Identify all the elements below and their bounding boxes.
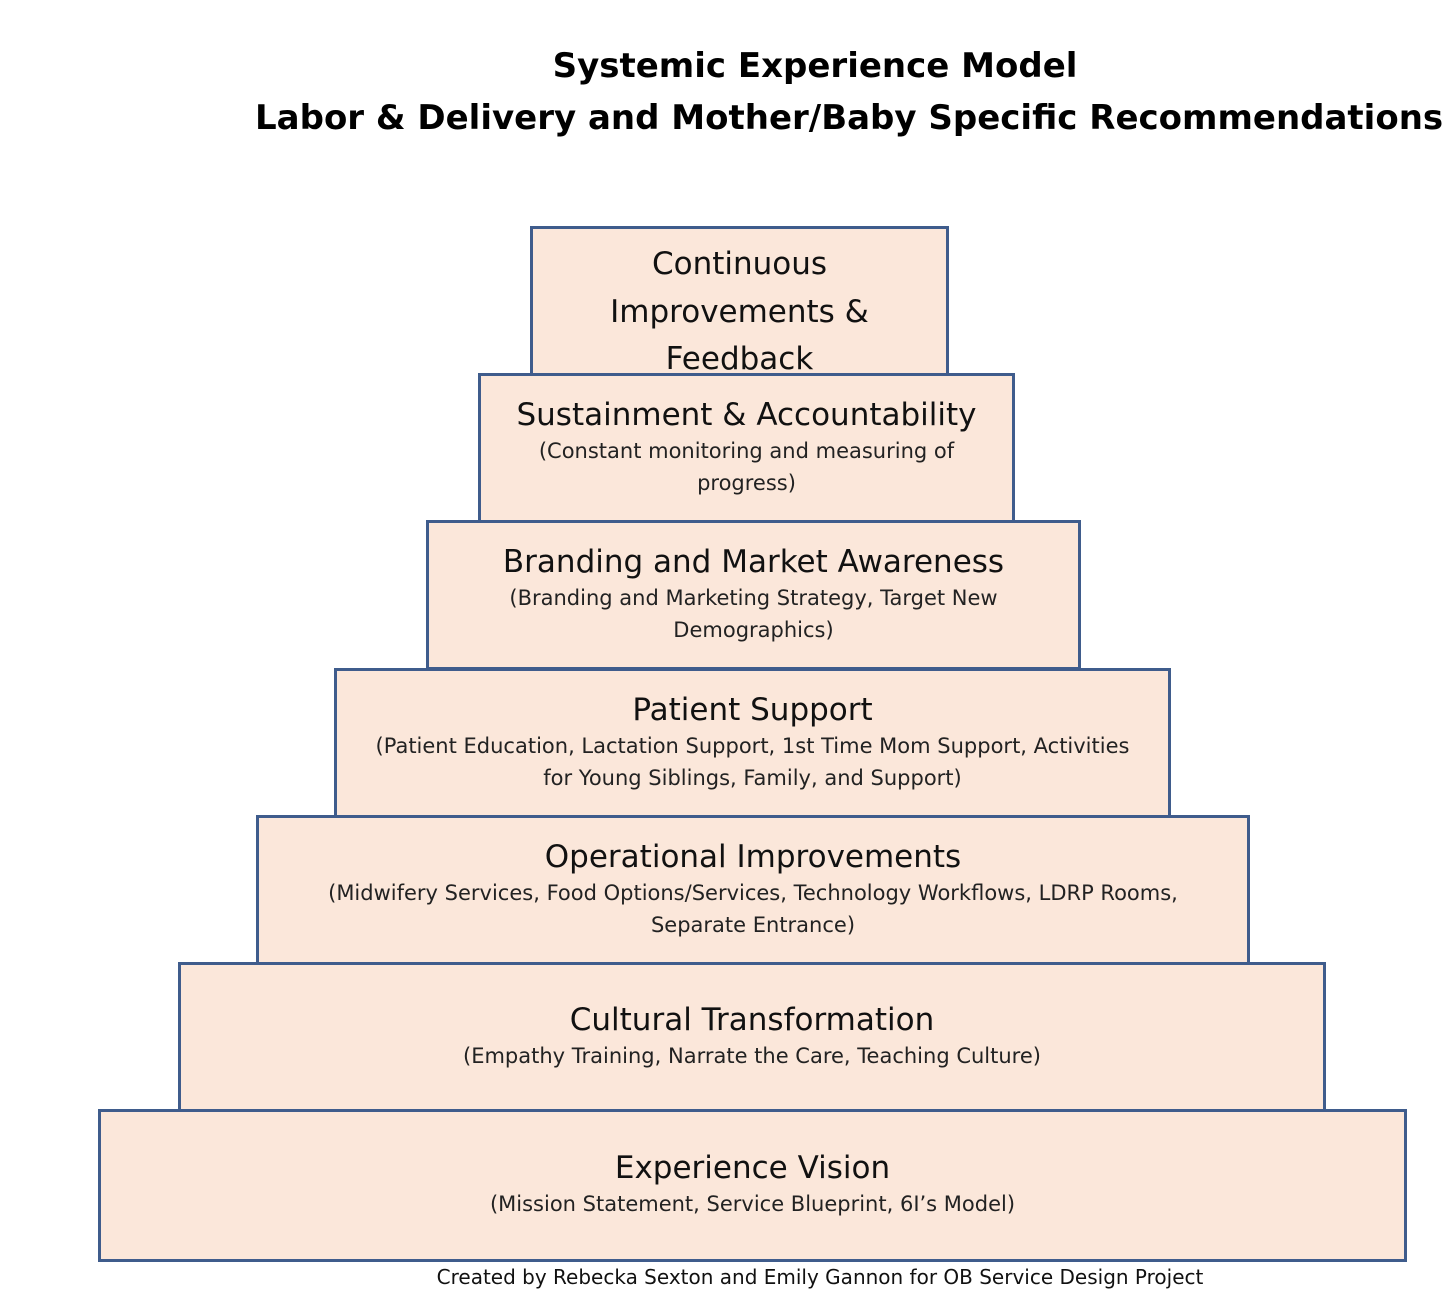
credit-footer: Created by Rebecka Sexton and Emily Gann… — [436, 1265, 1204, 1289]
diagram-title: Systemic Experience Model — [552, 46, 1078, 86]
tier-continuous-improvements: Continuous Improvements & Feedback — [530, 226, 949, 376]
tier-branding-market-awareness: Branding and Market Awareness (Branding … — [426, 520, 1081, 670]
tier-patient-support: Patient Support (Patient Education, Lact… — [334, 668, 1171, 818]
tier-sustainment-accountability: Sustainment & Accountability (Constant m… — [478, 373, 1015, 523]
tier-heading: Experience Vision — [614, 1150, 891, 1187]
tier-heading: Sustainment & Accountability — [516, 396, 977, 433]
tier-heading: Continuous Improvements & Feedback — [610, 246, 869, 376]
tier-detail: (Mission Statement, Service Blueprint, 6… — [489, 1192, 1016, 1217]
tier-heading: Cultural Transformation — [569, 1001, 935, 1038]
tier-detail: (Branding and Marketing Strategy, Target… — [509, 586, 998, 642]
tier-detail: (Patient Education, Lactation Support, 1… — [375, 734, 1130, 790]
diagram-subtitle: Labor & Delivery and Mother/Baby Specifi… — [255, 98, 1442, 138]
tier-detail: (Midwifery Services, Food Options/Servic… — [328, 881, 1178, 937]
tier-heading: Patient Support — [632, 691, 873, 728]
tier-experience-vision: Experience Vision (Mission Statement, Se… — [98, 1109, 1407, 1262]
tier-heading: Branding and Market Awareness — [502, 543, 1005, 580]
tier-detail: (Empathy Training, Narrate the Care, Tea… — [463, 1043, 1041, 1068]
tier-operational-improvements: Operational Improvements (Midwifery Serv… — [256, 815, 1250, 965]
tier-heading: Operational Improvements — [544, 838, 962, 875]
tier-detail: (Constant monitoring and measuring of pr… — [538, 439, 955, 495]
tier-cultural-transformation: Cultural Transformation (Empathy Trainin… — [178, 962, 1326, 1112]
